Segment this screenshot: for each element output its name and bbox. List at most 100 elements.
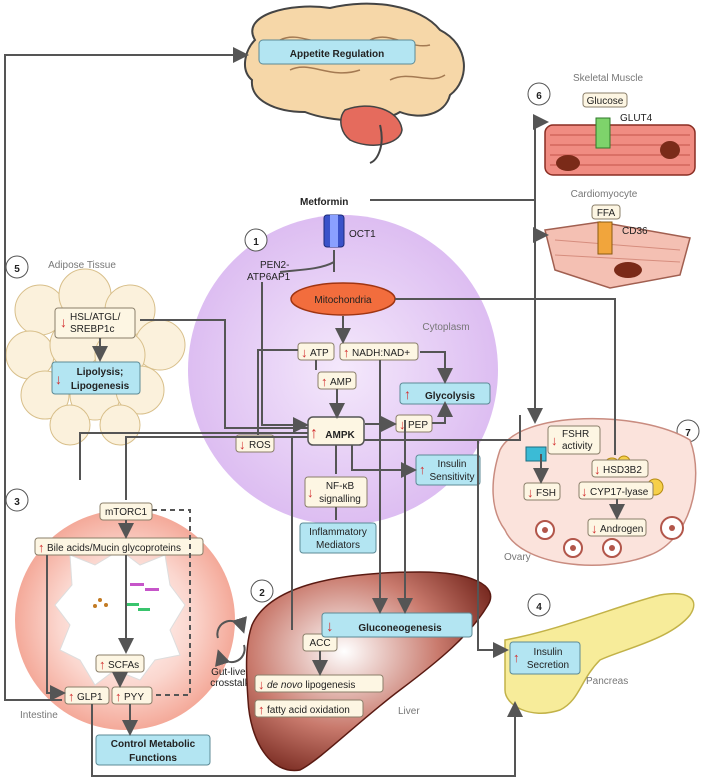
lipolysis-label-1: Lipolysis; xyxy=(77,367,124,378)
ampk-label: AMPK xyxy=(325,430,355,441)
ros-box xyxy=(235,434,275,453)
nadh-arrow: ↑ xyxy=(343,345,350,360)
pep-arrow: ↓ xyxy=(399,417,406,432)
hsl-label-1: HSL/ATGL/ xyxy=(70,312,121,323)
lipolysis-label-2: Lipogenesis xyxy=(71,381,130,392)
hsl-arrow: ↓ xyxy=(60,314,67,330)
pep-label: PEP xyxy=(408,420,428,431)
fao-label: fatty acid oxidation xyxy=(267,705,350,716)
atp-arrow: ↓ xyxy=(301,345,308,360)
cardiomyocyte-illustration xyxy=(544,221,691,289)
appetite-regulation-label: Appetite Regulation xyxy=(290,49,384,60)
ffa-label: FFA xyxy=(597,208,616,219)
gluconeogenesis-label: Gluconeogenesis xyxy=(358,623,442,634)
control-metabolic-box xyxy=(95,734,211,766)
microbiota-dots xyxy=(93,583,159,611)
insulin-secretion-label-1: Insulin xyxy=(534,647,563,658)
cyp17-arrow: ↓ xyxy=(581,484,588,499)
scfas-label: SCFAs xyxy=(108,660,139,671)
amp-arrow: ↑ xyxy=(321,374,328,389)
cd36-label: CD36 xyxy=(622,226,648,237)
ovary-label: Ovary xyxy=(504,552,531,563)
nfkb-label-1: NF-κB xyxy=(326,481,355,492)
nadh-label: NADH:NAD+ xyxy=(352,348,410,359)
liver-illustration xyxy=(245,571,492,772)
liver-label: Liver xyxy=(398,706,420,717)
amp-label: AMP xyxy=(330,377,352,388)
control-metabolic-label-2: Functions xyxy=(129,753,177,764)
fao-box xyxy=(254,699,364,718)
inflammatory-box xyxy=(299,522,377,554)
fshr-box xyxy=(547,425,601,455)
hsl-box xyxy=(54,307,136,339)
glycolysis-arrow: ↑ xyxy=(404,386,411,402)
lipolysis-box xyxy=(51,361,141,395)
intestine-label: Intestine xyxy=(20,710,58,721)
adipose-tissue-label: Adipose Tissue xyxy=(48,260,116,271)
glycolysis-label: Glycolysis xyxy=(425,391,475,402)
fshr-label-2: activity xyxy=(562,441,593,452)
insulin-secretion-box xyxy=(509,641,581,675)
denovo-label-rest: lipogenesis xyxy=(303,680,356,691)
section-5: 5 xyxy=(14,264,20,275)
cardiomyocyte-label: Cardiomyocyte xyxy=(571,189,638,200)
oct1-label: OCT1 xyxy=(349,229,376,240)
crosstalk-cycle-icon xyxy=(215,616,247,667)
pyy-arrow: ↑ xyxy=(115,689,122,704)
inflammatory-label-2: Mediators xyxy=(316,540,360,551)
brain-illustration xyxy=(244,2,465,164)
hsd3b2-arrow: ↓ xyxy=(594,462,601,477)
intestine-lumen xyxy=(54,549,186,686)
control-metabolic-label-1: Control Metabolic xyxy=(111,739,196,750)
pyy-box xyxy=(111,686,153,705)
glp1-arrow: ↑ xyxy=(68,689,75,704)
cyp17-label: CYP17-lyase xyxy=(590,487,649,498)
denovo-label-italic: de novo xyxy=(267,680,303,691)
glp1-label: GLP1 xyxy=(77,692,103,703)
hsd3b2-box xyxy=(591,459,649,478)
gut-liver-label-2: crosstalk xyxy=(210,678,250,689)
section-2: 2 xyxy=(259,588,265,599)
fshr-label-1: FSHR xyxy=(562,429,589,440)
pen2-label-1: PEN2- xyxy=(260,260,289,271)
skeletal-muscle-label: Skeletal Muscle xyxy=(573,73,643,84)
fsh-arrow: ↓ xyxy=(527,485,534,500)
acc-label: ACC xyxy=(309,638,330,649)
androgen-arrow: ↓ xyxy=(591,521,598,536)
section-1: 1 xyxy=(253,237,259,248)
mtorc1-label: mTORC1 xyxy=(105,507,147,518)
pathway-arrows xyxy=(4,47,625,777)
denovo-arrow: ↓ xyxy=(258,677,265,692)
insulin-secretion-arrow: ↑ xyxy=(513,650,520,665)
insulin-sensitivity-label-1: Insulin xyxy=(438,459,467,470)
fsh-label: FSH xyxy=(536,488,556,499)
lipolysis-arrow: ↓ xyxy=(55,371,62,387)
ffa-box xyxy=(591,204,621,220)
scfas-arrow: ↑ xyxy=(99,657,106,672)
glucose-label: Glucose xyxy=(587,96,624,107)
pancreas-illustration xyxy=(504,593,695,714)
hsd3b2-label: HSD3B2 xyxy=(603,465,642,476)
androgen-label: Androgen xyxy=(600,524,643,535)
glut4-label: GLUT4 xyxy=(620,113,653,124)
metformin-label: Metformin xyxy=(300,197,348,208)
atp-label: ATP xyxy=(310,348,329,359)
hsl-label-2: SREBP1c xyxy=(70,324,114,335)
insulin-sensitivity-arrow: ↑ xyxy=(419,462,426,477)
gluconeogenesis-arrow: ↓ xyxy=(326,618,334,635)
skeletal-muscle-illustration xyxy=(544,117,696,176)
nfkb-arrow: ↓ xyxy=(307,485,314,500)
insulin-sensitivity-label-2: Sensitivity xyxy=(429,472,474,483)
insulin-secretion-label-2: Secretion xyxy=(527,660,569,671)
bile-arrow: ↑ xyxy=(38,540,45,555)
nfkb-label-2: signalling xyxy=(319,494,361,505)
appetite-regulation-box xyxy=(258,39,416,65)
inflammatory-label-1: Inflammatory xyxy=(309,527,367,538)
adipose-cells xyxy=(5,268,186,446)
ampk-arrow: ↑ xyxy=(310,425,318,442)
pancreas-label: Pancreas xyxy=(586,676,628,687)
fao-arrow: ↑ xyxy=(258,702,265,717)
cytoplasm-label: Cytoplasm xyxy=(422,322,469,333)
